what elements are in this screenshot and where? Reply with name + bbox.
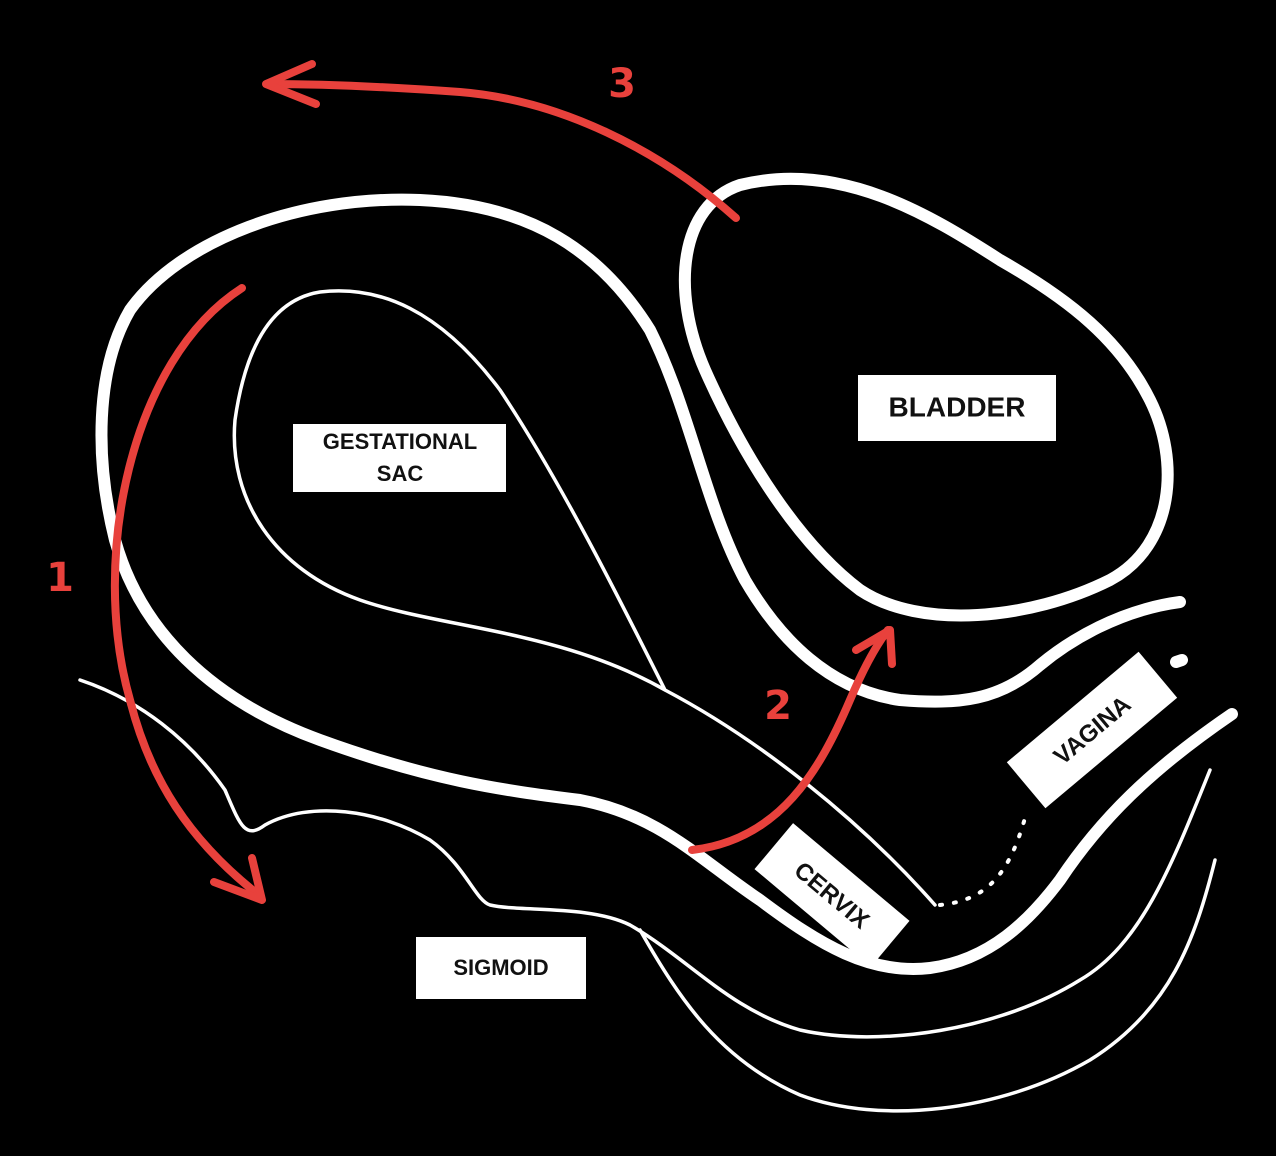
sigmoid-label-text: SIGMOID [453,955,548,980]
gestational-sac-outline [232,289,937,907]
gestational-sac-label-line1: GESTATIONAL [323,429,477,454]
bladder-label: BLADDER [858,375,1056,441]
bladder-label-box [858,375,1056,441]
uterus-outer-wall [95,193,1238,975]
page-border-right [1276,0,1280,1160]
arrow-2-curve [688,626,892,854]
gestational-sac-label: GESTATIONAL SAC [293,424,506,492]
sigmoid-label-box [416,937,586,999]
arrow-2-head [852,626,896,668]
cervix-label: CERVIX [754,823,910,967]
vagina-label-box [1006,651,1178,809]
gestational-sac-label-box [293,424,506,492]
bladder-label-text: BLADDER [889,391,1026,422]
arrow-3-number: 3 [608,61,636,107]
page-border-bottom [0,1156,1280,1160]
bladder-outline [678,172,1174,622]
arrow-1-curve [110,284,259,896]
arrow-3-head [262,60,320,108]
arrow-1-head [210,854,266,904]
vaginal-fornix-mark [1170,654,1188,668]
sigmoid-label: SIGMOID [416,937,586,999]
sigmoid-upper-wall [78,678,1212,1039]
vaginal-canal-dotted-line [938,816,1027,907]
arrow-1-number: 1 [46,555,74,601]
arrow-2-number: 2 [764,683,792,729]
arrow-3-curve [264,80,740,222]
gestational-sac-label-line2: SAC [377,461,424,486]
sigmoid-lower-wall [638,858,1217,1113]
cervix-label-box [754,823,910,967]
